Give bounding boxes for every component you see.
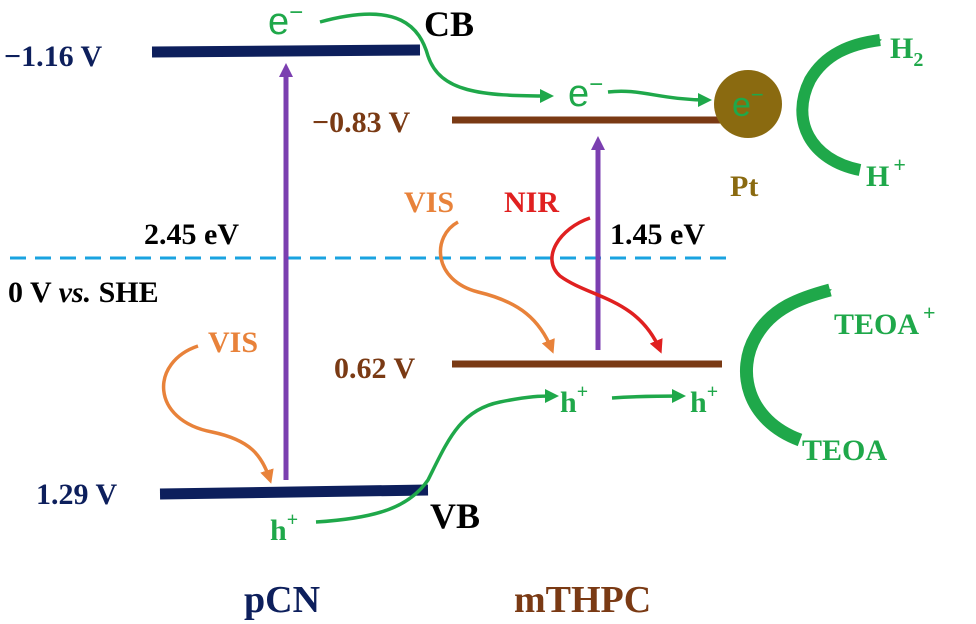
pt-label: Pt [730,170,758,203]
nir-label: NIR [504,186,559,219]
hole-label-homo-left: h+ [560,381,588,419]
h2-label: H2 [890,32,923,71]
electron-transfer-cb-arrow [319,12,554,103]
vis-pcn-label: VIS [208,326,258,359]
teoa-plus-label: TEOA+ [834,300,936,341]
pcn-label: pCN [244,579,320,621]
mthpc-gap-label: 1.45 eV [610,218,705,251]
pcn-gap-label: 2.45 eV [144,218,239,251]
h-plus-label: H+ [866,152,906,193]
hole-transfer-vb-arrow [315,389,559,524]
teoa-oxidation-arrow [739,283,832,447]
mthpc-lumo-potential-label: −0.83 V [312,106,411,139]
mthpc-label: mTHPC [514,579,651,621]
teoa-label: TEOA [802,434,887,467]
vis-mthpc-arrow [438,220,555,354]
vis-pcn-arrow [162,344,274,484]
nir-arrow [550,216,663,354]
vb-label: VB [430,496,480,536]
hole-label-vb: h+ [270,509,298,547]
vis-mthpc-label: VIS [404,186,454,219]
she-reference-label: 0 V vs. SHE [8,276,159,309]
pcn-vb-potential-label: 1.29 V [36,478,117,511]
pcn-conduction-band [151,44,421,58]
h-plus-to-h2-arrow [796,34,882,176]
electron-label-lumo: e− [568,71,603,115]
mthpc-homo-potential-label: 0.62 V [334,352,415,385]
cb-label: CB [424,4,474,44]
electron-transfer-pt-arrow [607,89,712,107]
electron-label-cb: e− [268,0,303,43]
pcn-valence-band [159,484,429,500]
pt-nanoparticle [714,70,782,138]
pcn-cb-potential-label: −1.16 V [4,40,103,73]
hole-transfer-homo-arrow [611,389,686,404]
hole-label-homo-right: h+ [690,381,718,419]
electron-label-pt: e− [732,82,764,124]
